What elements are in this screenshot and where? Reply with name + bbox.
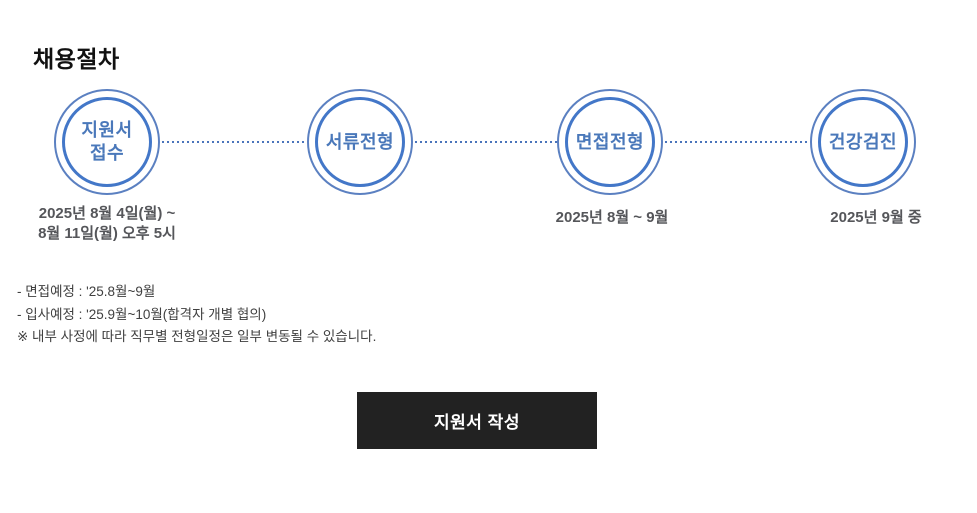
step-label: 면접전형 — [575, 131, 645, 152]
step-date-application-submission: 2025년 8월 4일(월) ~ 8월 11일(월) 오후 5시 — [38, 205, 176, 242]
step-label: 지원서 접수 — [81, 120, 133, 163]
process-step-health-checkup: 건강검진 — [810, 89, 916, 195]
process-flow-diagram: 지원서 접수 서류전형 면접전형 건강검진 2025년 8월 4일(월) ~ 8… — [38, 89, 922, 242]
step-circle: 건강검진 — [818, 97, 908, 187]
schedule-notes: - 면접예정 : '25.8월~9월 - 입사예정 : '25.9월~10월(합… — [17, 281, 376, 349]
process-step-interview: 면접전형 — [557, 89, 663, 195]
dotted-connector — [162, 141, 307, 143]
note-interview-schedule: - 면접예정 : '25.8월~9월 — [17, 284, 156, 299]
step-date-health-checkup: 2025년 9월 중 — [830, 209, 922, 226]
note-joining-schedule: - 입사예정 : '25.9월~10월(합격자 개별 협의) — [17, 306, 267, 322]
step-label: 서류전형 — [325, 131, 395, 152]
dotted-connector — [665, 141, 810, 143]
process-step-document-screening: 서류전형 — [307, 89, 413, 195]
note-schedule-disclaimer: ※ 내부 사정에 따라 직무별 전형일정은 일부 변동될 수 있습니다. — [17, 329, 377, 344]
step-label: 건강검진 — [828, 131, 898, 152]
step-date-interview: 2025년 8월 ~ 9월 — [555, 209, 669, 226]
page-title: 채용절차 — [33, 46, 120, 73]
apply-button[interactable]: 지원서 작성 — [357, 392, 597, 449]
step-circle: 지원서 접수 — [62, 97, 152, 187]
step-circle: 면접전형 — [565, 97, 655, 187]
step-circle: 서류전형 — [315, 97, 405, 187]
process-step-application-submission: 지원서 접수 — [54, 89, 160, 195]
dotted-connector — [415, 141, 557, 143]
